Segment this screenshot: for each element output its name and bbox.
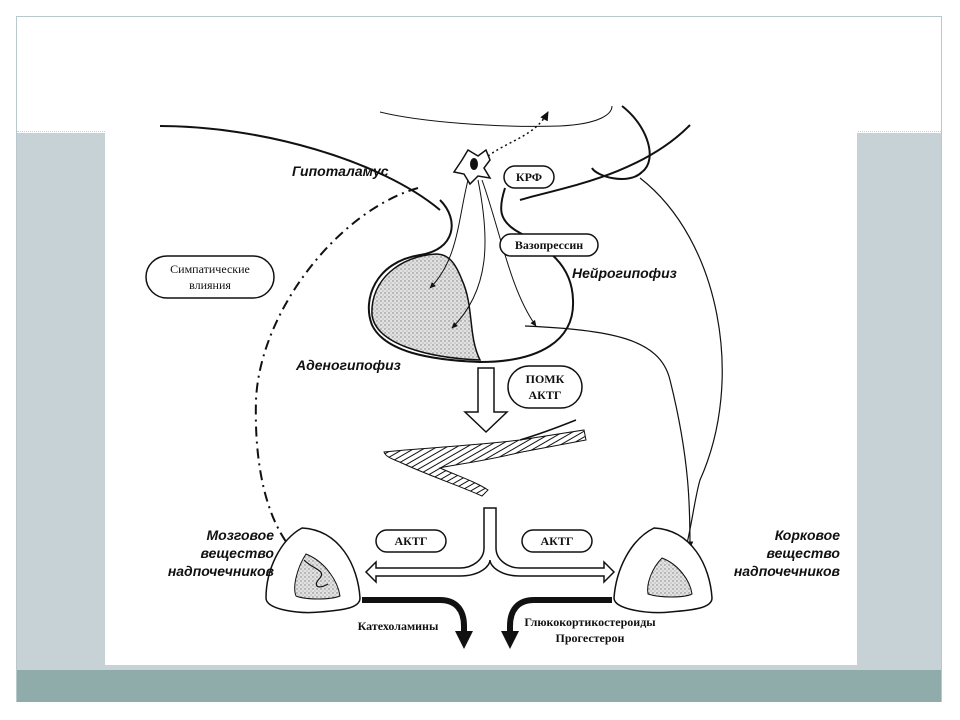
actg-distribution-arrow xyxy=(364,507,616,584)
axon-to-adeno-upper xyxy=(429,179,469,289)
adenohypophysis-label: Аденогипофиз xyxy=(295,357,401,373)
hypothalamus-outline xyxy=(159,125,441,211)
glucocorticoids-arrow xyxy=(501,597,612,649)
cortex-label-2: вещество xyxy=(767,545,841,561)
pomc-box xyxy=(507,365,583,409)
adrenal-cortex-core xyxy=(647,557,693,598)
catecholamines-label: Катехоламины xyxy=(358,619,439,633)
hypothalamus-outline-right xyxy=(519,124,691,201)
pomc-label-2: АКТГ xyxy=(528,388,561,402)
medulla-nerve-ending xyxy=(303,559,329,588)
brain-contour xyxy=(379,105,613,127)
crf-label: КРФ xyxy=(516,170,542,184)
actg-left-box xyxy=(375,529,447,553)
glucocorticoids-label-1: Глюкокортикостероиды xyxy=(524,615,656,629)
neurohypophysis-label: Нейрогипофиз xyxy=(572,265,677,281)
sympathetic-box xyxy=(145,255,275,299)
medulla-label-3: надпочечников xyxy=(168,563,275,579)
sympathetic-pathway xyxy=(254,187,419,561)
sympathetic-label-2: влияния xyxy=(189,278,231,292)
crf-box xyxy=(503,165,555,189)
cortex-label-1: Корковое xyxy=(775,527,840,543)
slide-footer-band xyxy=(17,670,941,702)
actg-left-label: АКТГ xyxy=(394,534,427,548)
neuron-dotted-projection xyxy=(487,111,549,157)
catecholamines-arrow xyxy=(362,597,473,649)
medulla-label-1: Мозговое xyxy=(207,527,275,543)
vasopressin-box xyxy=(499,233,599,257)
cortex-label-3: надпочечников xyxy=(734,563,841,579)
actg-right-box xyxy=(521,529,593,553)
glucocorticoids-label-2: Прогестерон xyxy=(556,631,625,645)
arrow-hypothalamus-to-cortex xyxy=(639,177,723,561)
medulla-label-2: вещество xyxy=(201,545,275,561)
blood-vessel xyxy=(383,429,587,497)
third-ventricle-contour xyxy=(591,105,651,180)
adenohypophysis-lobe xyxy=(371,253,482,361)
actg-right-label: АКТГ xyxy=(540,534,573,548)
pomc-label-1: ПОМК xyxy=(526,372,565,386)
neuron-nucleus xyxy=(470,158,478,170)
adrenal-medulla-core xyxy=(294,553,341,600)
arrow-pituitary-to-cortex xyxy=(524,325,694,549)
hypothalamus-label: Гипоталамус xyxy=(292,163,389,179)
axon-to-neuro xyxy=(481,179,537,327)
hormone-flow-arrow xyxy=(463,367,509,434)
sympathetic-label-1: Симпатические xyxy=(170,262,250,276)
blood-vessel-branch xyxy=(519,419,577,441)
vasopressin-label: Вазопрессин xyxy=(515,238,583,252)
axon-to-adeno-lower xyxy=(451,179,486,329)
